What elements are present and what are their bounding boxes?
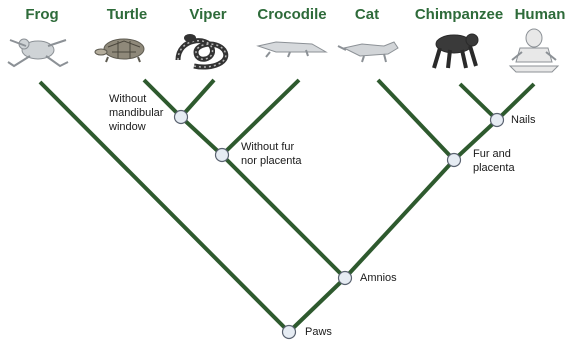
- branch-amnios-reptiles: [222, 155, 345, 278]
- branch-viper: [181, 80, 214, 117]
- label-without-mandibular-window: Without mandibular window: [109, 92, 163, 134]
- label-amnios: Amnios: [360, 271, 397, 285]
- label-nails: Nails: [511, 113, 535, 127]
- branch-root-amnios: [289, 278, 345, 332]
- node-without-mandibular-window: [175, 111, 188, 124]
- turtle-icon: [95, 39, 144, 62]
- frog-icon: [8, 39, 68, 66]
- branch-frog: [40, 82, 289, 332]
- branch-chimpanzee: [460, 84, 497, 120]
- label-paws: Paws: [305, 325, 332, 339]
- node-amnios: [339, 272, 352, 285]
- tree-nodes: [175, 111, 504, 339]
- node-fur-and-placenta: [448, 154, 461, 167]
- node-nails: [491, 114, 504, 127]
- crocodile-icon: [258, 42, 326, 57]
- branch-cat: [378, 80, 454, 160]
- node-without-fur-nor-placenta: [216, 149, 229, 162]
- viper-icon: [178, 34, 226, 67]
- human-icon: [510, 29, 558, 72]
- chimpanzee-icon: [434, 34, 478, 68]
- branch-amnios-mammals: [345, 160, 454, 278]
- cat-icon: [338, 42, 398, 62]
- branch-reptiles-squamates: [181, 117, 222, 155]
- label-fur-and-placenta: Fur and placenta: [473, 147, 515, 175]
- node-paws: [283, 326, 296, 339]
- label-without-fur-nor-placenta: Without fur nor placenta: [241, 140, 302, 168]
